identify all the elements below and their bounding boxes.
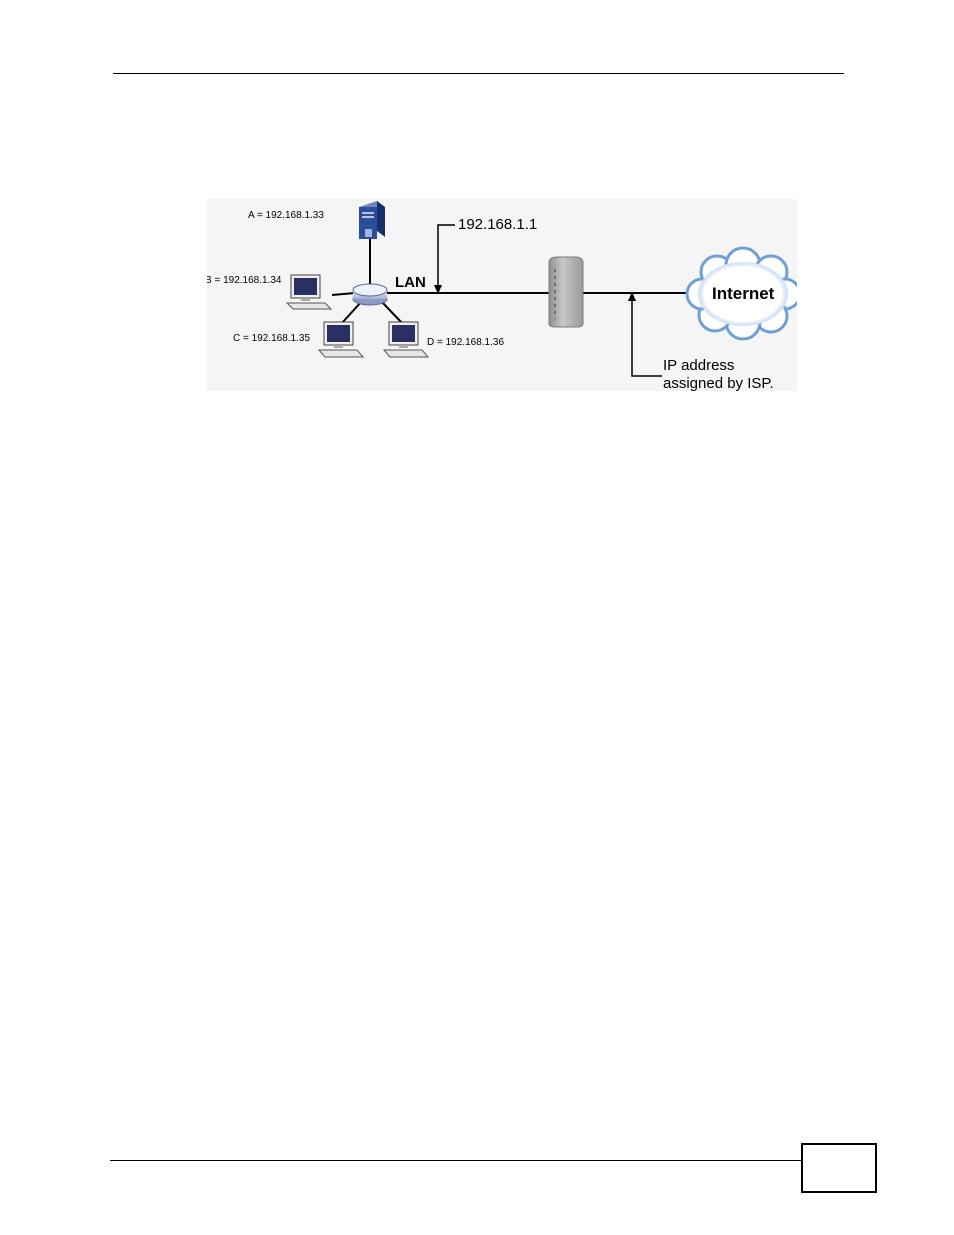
- hub-icon: [352, 283, 388, 306]
- router-icon: [548, 256, 584, 328]
- gateway-lan-ip-label: 192.168.1.1: [458, 216, 538, 233]
- computer-icon: [285, 274, 333, 310]
- server-icon: [359, 201, 385, 239]
- internet-label: Internet: [712, 284, 775, 303]
- pc-b-label: B = 192.168.1.34: [207, 275, 282, 286]
- diagram-canvas: [285, 201, 797, 377]
- pc-c-label: C = 192.168.1.35: [233, 333, 311, 344]
- connections: [331, 239, 690, 324]
- wan-ip-arrowhead: [628, 292, 636, 301]
- link-pc-c-hub: [341, 300, 363, 324]
- internet-cloud-icon: [685, 246, 797, 341]
- lan-ip-callout: [437, 224, 455, 289]
- wan-ip-callout: [631, 297, 662, 377]
- computer-icon: [317, 321, 365, 358]
- wan-ip-line2: assigned by ISP.: [663, 375, 774, 391]
- link-pc-b-hub: [331, 292, 356, 296]
- lan-label: LAN: [395, 274, 426, 291]
- callouts: [437, 224, 662, 377]
- link-pc-d-hub: [380, 300, 403, 324]
- wan-ip-label: IP address assigned by ISP.: [663, 357, 774, 391]
- server-a-label: A = 192.168.1.33: [248, 210, 324, 221]
- footer-rule: [110, 1160, 802, 1161]
- header-rule: [113, 73, 844, 74]
- page-number-box: [801, 1143, 877, 1193]
- lan-ip-arrowhead: [434, 285, 442, 294]
- pc-d-label: D = 192.168.1.36: [427, 337, 505, 348]
- network-diagram: A = 192.168.1.33 B = 192.168.1.34 C = 19…: [207, 199, 797, 391]
- computer-icon: [382, 321, 430, 358]
- wan-ip-line1: IP address: [663, 357, 735, 374]
